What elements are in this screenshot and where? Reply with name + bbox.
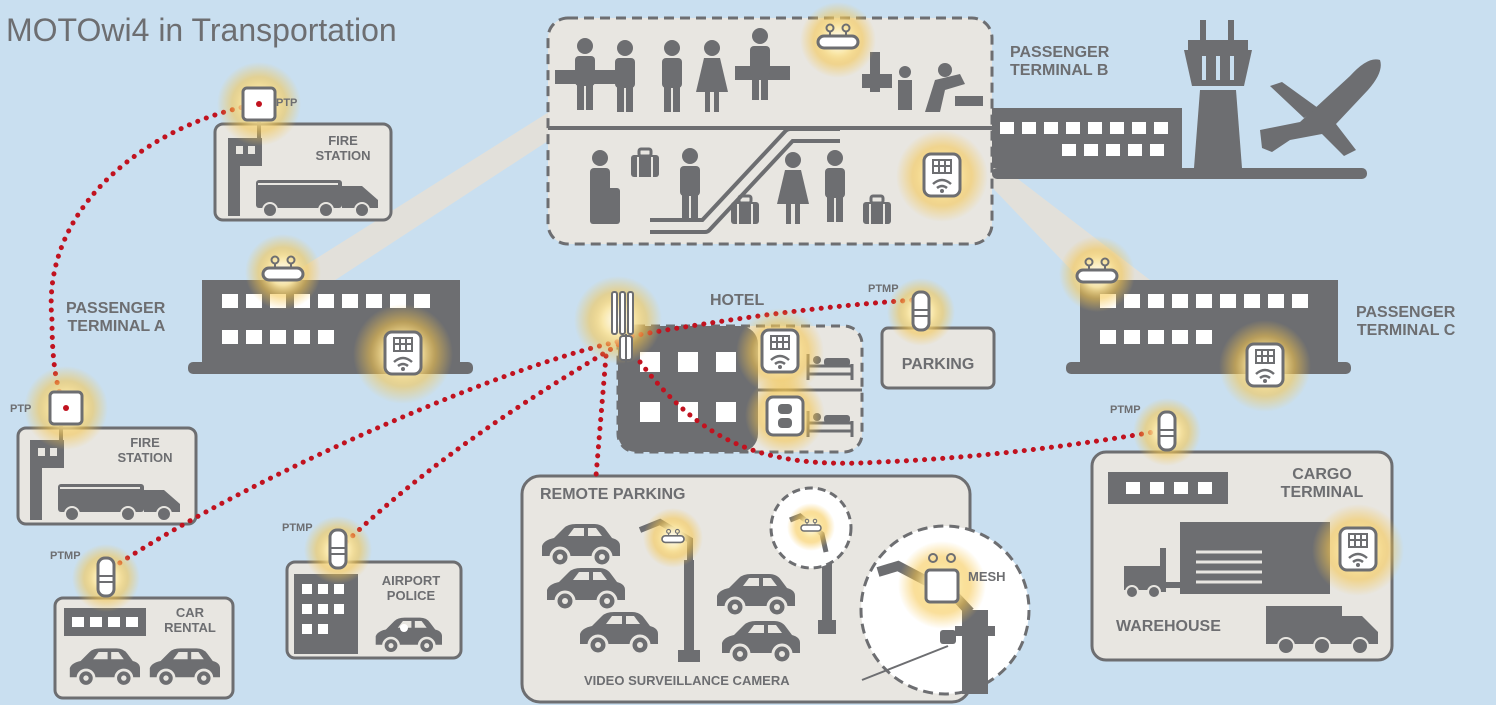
radio-unit-icon [96,556,116,598]
airport-police-panel [285,560,463,660]
ptmp-tag: PTMP [1110,404,1141,416]
passenger-terminal-b-panel [546,16,994,246]
label-line: PASSENGER [1356,304,1456,321]
remote-parking-panel [520,474,1031,704]
label-line: TERMINAL A [67,318,166,336]
forklift-icon [1124,548,1182,599]
label-line: FIRE [130,435,160,450]
label-line: PASSENGER [1010,44,1110,61]
radio-unit-icon [1157,410,1177,452]
cargo-terminal-label: CARGO TERMINAL [1262,466,1382,503]
outlet-icon [765,395,805,437]
fire-truck-icon [256,180,378,218]
passenger-terminal-a-label: PASSENGER TERMINAL A [66,300,165,337]
wifi-hotspot-icon [1245,342,1285,388]
label-line: TERMINAL B [1010,62,1109,80]
label-line: CAR [175,605,205,620]
truck-icon [1266,606,1378,655]
video-surveillance-label: VIDEO SURVEILLANCE CAMERA [584,673,790,688]
passenger-terminal-c-label: PASSENGER TERMINAL C [1356,304,1455,341]
wifi-hotspot-icon [1338,526,1378,572]
parking-label: PARKING [901,356,975,373]
wifi-hotspot-icon [383,330,423,376]
label-line: PASSENGER [66,300,166,317]
page-title: MOTOwi4 in Transportation [6,12,397,48]
label-line: RENTAL [164,619,216,635]
passenger-terminal-b-building [992,108,1367,179]
ptp-tag: PTP [10,403,32,415]
fire-station-left-panel [16,426,198,526]
devices [24,2,1404,629]
airplane-icon [1260,59,1381,156]
car-rental-label: CAR RENTAL [150,605,230,636]
label-line: TERMINAL C [1356,322,1456,340]
remote-parking-label: REMOTE PARKING [540,486,686,503]
hotel-label: HOTEL [710,292,765,309]
ptmp-tag: PTMP [282,522,313,534]
passenger-terminal-b-label: PASSENGER TERMINAL B [1010,44,1109,81]
ptp-dish-icon [241,86,277,122]
label-line: STATION [117,449,173,465]
warehouse-label: WAREHOUSE [1116,618,1221,635]
radio-unit-icon [911,290,931,332]
fire-truck-icon [58,484,180,522]
wifi-hotspot-icon [922,152,962,198]
ptp-dish-icon [48,390,84,426]
street-light-icon [818,552,836,634]
camera-icon [940,630,956,644]
car-rental-panel [53,596,235,700]
fire-station-left-label: FIRE STATION [102,435,188,466]
label-line: STATION [315,147,371,163]
ptmp-tag: PTMP [868,283,899,295]
ptp-tag: PTP [276,97,298,109]
label-line: POLICE [386,587,436,603]
mesh-node-icon [924,553,960,604]
fire-station-top-label: FIRE STATION [300,133,386,164]
mesh-tag: MESH [968,569,1006,584]
escalator-icon [650,131,840,230]
wifi-hotspot-icon [760,328,800,374]
label-line: FIRE [328,133,358,148]
label-line: TERMINAL [1280,484,1364,502]
fire-station-top-panel [213,122,393,222]
control-tower-icon [1184,20,1252,168]
label-line: AIRPORT [381,573,441,588]
radio-unit-icon [328,528,348,570]
ptmp-tag: PTMP [50,550,81,562]
cargo-terminal-panel [1090,450,1394,662]
label-line: CARGO [1292,466,1352,483]
base-station-icon [611,291,634,372]
airport-police-label: AIRPORT POLICE [364,573,458,604]
